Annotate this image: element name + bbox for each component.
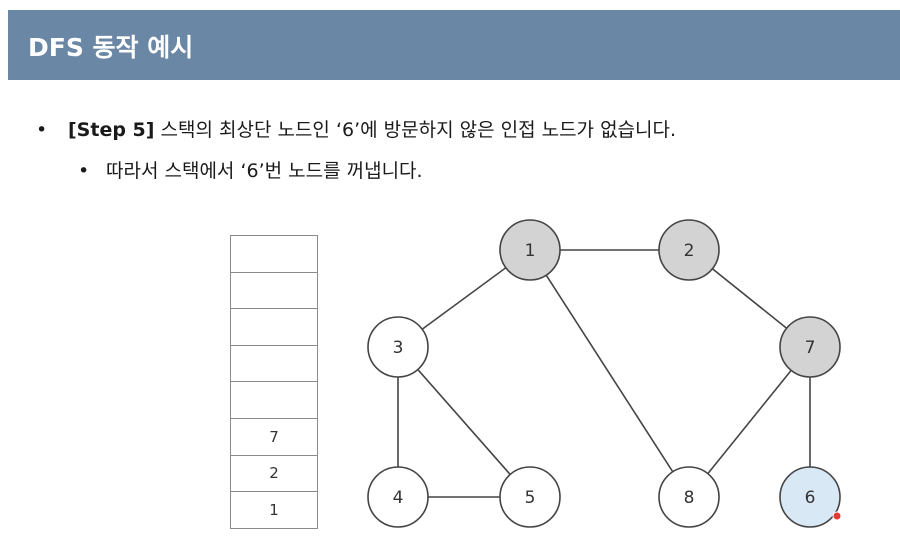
edge-7-8 [688,346,811,498]
stack-cell: 7 [231,419,317,456]
node-label: 7 [805,338,816,358]
node-circle [658,466,720,528]
bullet-step: • [Step 5] 스택의 최상단 노드인 ‘6’에 방문하지 않은 인접 노드… [36,115,676,142]
node-5: 5 [499,466,561,528]
stack-cell [231,346,317,383]
stack-cell [231,309,317,346]
bullet-dot: • [78,160,90,182]
node-4: 4 [367,466,429,528]
step-label: [Step 5] [68,119,155,141]
slide-title: DFS 동작 예시 [28,33,194,62]
stack: 7 2 1 [230,235,318,529]
node-circle [367,466,429,528]
node-circle [499,466,561,528]
node-label: 8 [684,488,695,508]
stack-cell [231,382,317,419]
node-6: 6 [779,466,841,528]
node-7: 7 [779,316,841,378]
node-label: 4 [393,488,404,508]
stack-cell: 2 [231,456,317,493]
stack-cell [231,236,317,273]
node-circle [499,219,561,281]
node-2: 2 [658,219,720,281]
node-label: 2 [684,241,695,261]
node-circle [779,466,841,528]
node-1: 1 [499,219,561,281]
pointer-dot-icon [832,511,842,521]
node-label: 6 [805,488,816,508]
node-8: 8 [658,466,720,528]
node-3: 3 [367,316,429,378]
bullet-dot: • [36,119,48,141]
edge-3-5 [397,346,531,498]
node-circle [367,316,429,378]
node-circle [779,316,841,378]
edge-1-8 [529,249,690,498]
node-label: 3 [393,338,404,358]
stack-cell [231,273,317,310]
node-label: 1 [525,241,536,261]
slide-header: DFS 동작 예시 [8,10,900,80]
node-circle [658,219,720,281]
node-label: 5 [525,488,536,508]
sub-description: 따라서 스택에서 ‘6’번 노드를 꺼냅니다. [106,160,423,182]
bullet-sub: • 따라서 스택에서 ‘6’번 노드를 꺼냅니다. [78,156,423,183]
stack-cell: 1 [231,492,317,529]
step-description: 스택의 최상단 노드인 ‘6’에 방문하지 않은 인접 노드가 없습니다. [154,119,677,141]
